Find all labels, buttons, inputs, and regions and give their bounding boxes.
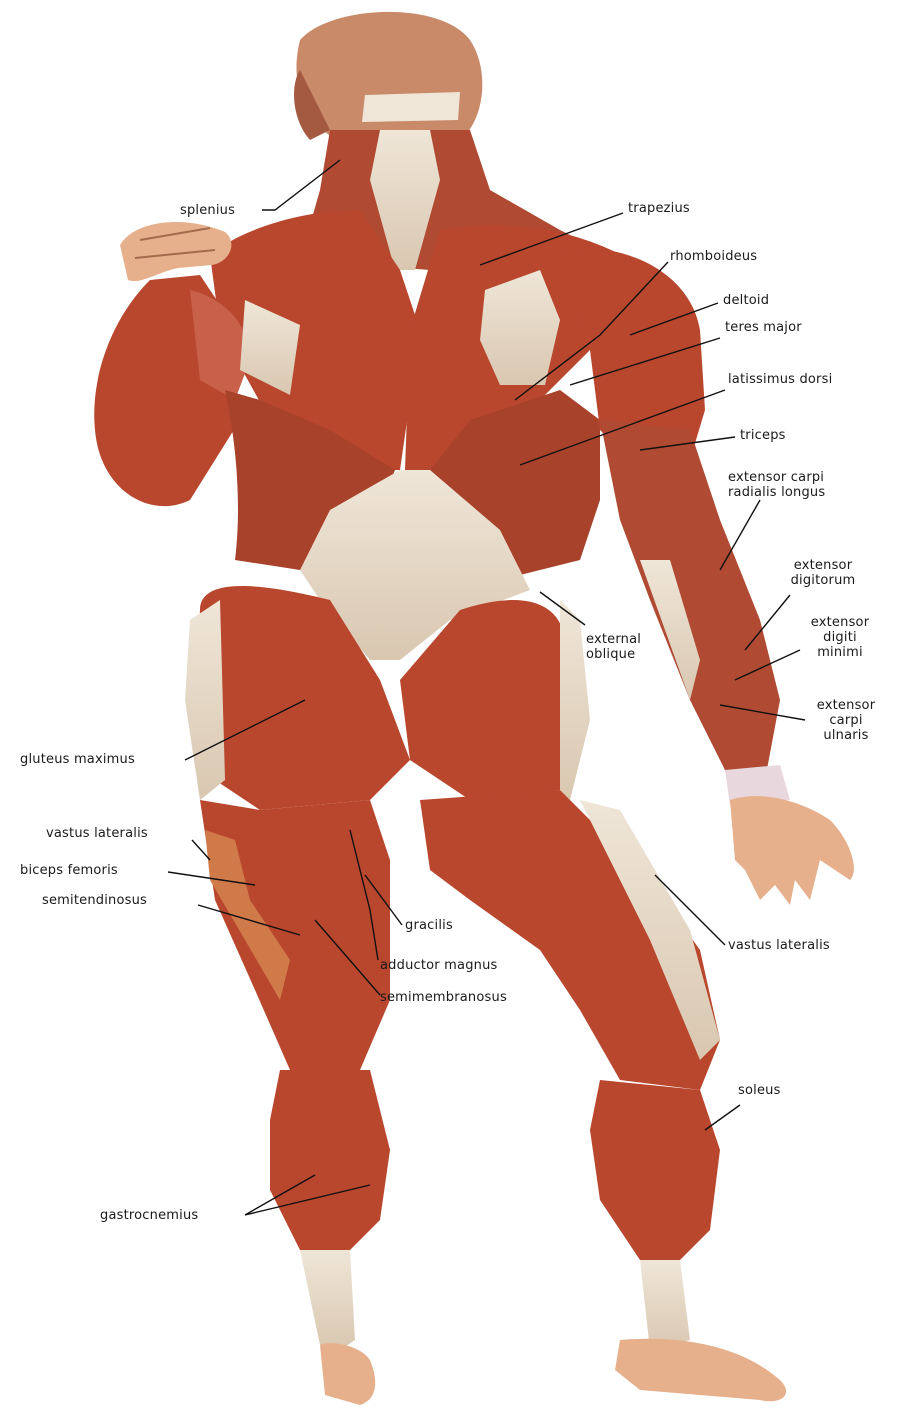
label-biceps-femoris: biceps femoris [20,863,118,878]
label-teres-major: teres major [725,320,802,335]
label-line: external [586,632,641,647]
label-gastrocnemius: gastrocnemius [100,1208,198,1223]
label-semitendinosus: semitendinosus [42,893,147,908]
lower-legs [270,1070,786,1405]
label-gracilis: gracilis [405,918,453,933]
label-line: ulnaris [796,728,896,743]
label-line: extensor [790,615,890,630]
label-line: digiti [790,630,890,645]
label-external-oblique: external oblique [586,632,641,662]
label-line: extensor carpi [728,470,825,485]
label-trapezius: trapezius [628,201,690,216]
label-extensor-carpi-ulnaris: extensor carpi ulnaris [796,698,896,743]
leader-soleus [705,1105,740,1130]
label-extensor-digiti-minimi: extensor digiti minimi [790,615,890,660]
label-line: extensor [773,558,873,573]
label-extensor-digitorum: extensor digitorum [773,558,873,588]
label-splenius: splenius [180,203,235,218]
label-line: carpi [796,713,896,728]
label-adductor-magnus: adductor magnus [380,958,498,973]
label-line: radialis longus [728,485,825,500]
label-semimembranosus: semimembranosus [380,990,507,1005]
label-soleus: soleus [738,1083,781,1098]
label-line: minimi [790,645,890,660]
head [294,12,482,150]
label-vastus-lateralis-left: vastus lateralis [46,826,148,841]
label-extensor-carpi-radialis-longus: extensor carpi radialis longus [728,470,825,500]
label-vastus-lateralis-right: vastus lateralis [728,938,830,953]
label-deltoid: deltoid [723,293,769,308]
label-line: oblique [586,647,641,662]
label-rhomboideus: rhomboideus [670,249,757,264]
label-gluteus-maximus: gluteus maximus [20,752,135,767]
label-triceps: triceps [740,428,786,443]
thighs [200,790,720,1090]
label-latissimus-dorsi: latissimus dorsi [728,372,832,387]
label-line: digitorum [773,573,873,588]
label-line: extensor [796,698,896,713]
